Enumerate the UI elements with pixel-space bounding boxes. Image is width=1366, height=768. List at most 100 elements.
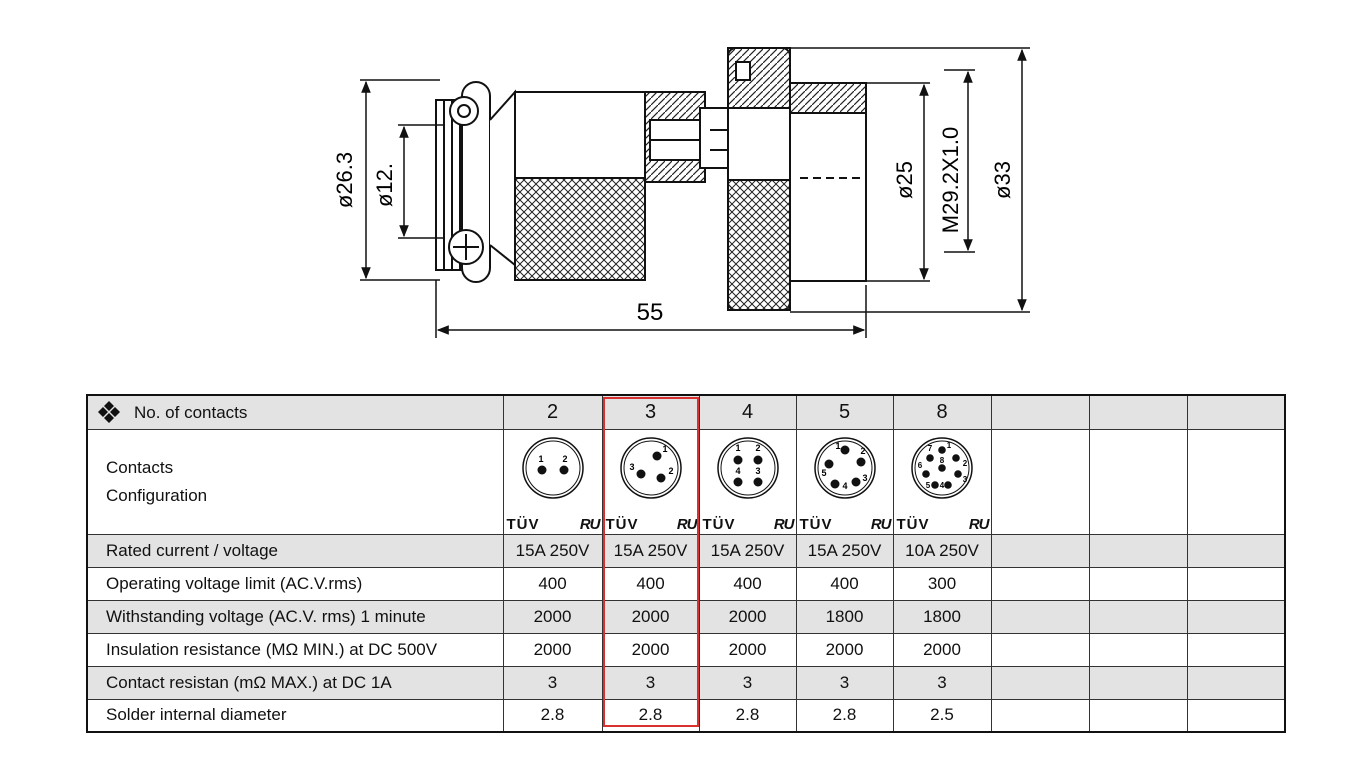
contacts-count: 3 [601,394,700,430]
spec-row-label: Insulation resistance (MΩ MIN.) at DC 50… [86,632,504,667]
empty-cell [1088,533,1188,568]
pin-label: 3 [755,466,760,476]
spec-value: 2000 [698,599,797,634]
connector-drawing: ø26.3 ø12. 55 ø25 M29.2X1.0 ø33 [332,47,1030,338]
tuv-cert-mark: TÜV [896,515,930,533]
tuv-cert-mark: TÜV [605,515,639,533]
dimension-label: ø25 [892,161,917,199]
spec-value: 2.8 [698,698,797,733]
pin-layout-cell: 1 2 3 4 TÜV RU [698,428,797,535]
config-label-line2: Configuration [106,485,208,505]
spec-row-label: Rated current / voltage [86,533,504,568]
spec-value: 15A 250V [502,533,603,568]
spec-row: Insulation resistance (MΩ MIN.) at DC 50… [86,632,1286,667]
ul-cert-icon: RU [773,515,795,533]
header-label-cell: No. of contacts [86,394,504,430]
spec-value: 2.8 [795,698,894,733]
tuv-cert-mark: TÜV [799,515,833,533]
spec-value: 15A 250V [698,533,797,568]
empty-cell [990,632,1090,667]
empty-cell [990,428,1090,535]
spec-value: 2000 [502,599,603,634]
pin-label: 5 [926,481,931,490]
connector-body [435,47,867,311]
pin-layout-cell: 1 2 3 4 5 6 7 8 TÜV RU [892,428,992,535]
dimension-label: M29.2X1.0 [938,127,963,233]
empty-cell [990,394,1090,430]
pin-label: 1 [662,444,667,454]
spec-value: 2.8 [601,698,700,733]
pin-label: 2 [963,459,968,468]
spec-value: 2000 [601,599,700,634]
contacts-count: 8 [892,394,992,430]
config-label-cell: Contacts Configuration [86,428,504,535]
empty-cell [1088,632,1188,667]
spec-value: 2000 [795,632,894,667]
ul-cert-icon: RU [870,515,892,533]
empty-cell [1186,665,1286,700]
pin-label: 6 [918,461,923,470]
empty-cell [1186,599,1286,634]
ul-cert-icon: RU [676,515,698,533]
dimension-length: 55 [435,280,867,338]
pin-label: 4 [842,481,847,491]
pin-label: 3 [963,475,968,484]
spec-value: 15A 250V [795,533,894,568]
spec-value: 400 [795,566,894,601]
spec-value: 3 [795,665,894,700]
pin-label: 2 [668,466,673,476]
pin-label: 4 [940,481,945,490]
spec-value: 2000 [892,632,992,667]
config-label-line1: Contacts [106,457,174,477]
dimension-label: ø26.3 [332,152,357,208]
pin-layout-2-diagram: 1 2 [521,436,584,499]
pin-label: 4 [735,466,740,476]
spec-value: 2000 [502,632,603,667]
dimension-front-diameter: ø25 [866,82,930,282]
spec-row: Withstanding voltage (AC.V. rms) 1 minut… [86,599,1286,634]
pin-layout-cell: 1 2 3 4 5 TÜV RU [795,428,894,535]
empty-cell [1088,394,1188,430]
empty-cell [1186,698,1286,733]
pin-label: 3 [629,462,634,472]
dimension-label: 55 [637,299,664,326]
contacts-count: 4 [698,394,797,430]
header-label: No. of contacts [134,403,248,423]
spec-table: No. of contacts 2 3 4 5 8 Contacts Confi… [86,394,1286,733]
empty-cell [1186,428,1286,535]
empty-cell [1088,665,1188,700]
dimension-cable-diameter: ø12. [372,124,445,239]
empty-cell [1186,394,1286,430]
pin-label: 2 [562,454,567,464]
spec-value: 15A 250V [601,533,700,568]
contacts-header-row: No. of contacts 2 3 4 5 8 [86,394,1286,430]
empty-cell [1186,566,1286,601]
ul-cert-icon: RU [968,515,990,533]
pin-label: 1 [947,441,952,450]
pin-label: 1 [538,454,543,464]
empty-cell [990,566,1090,601]
spec-value: 1800 [892,599,992,634]
pin-label: 2 [860,446,865,456]
spec-value: 300 [892,566,992,601]
pin-label: 8 [940,456,945,465]
spec-value: 2000 [698,632,797,667]
pin-layout-cell: 1 2 3 TÜV RU [601,428,700,535]
empty-cell [1088,599,1188,634]
spec-value: 3 [698,665,797,700]
empty-cell [990,599,1090,634]
diamond-bullet-icon [98,401,120,424]
dimension-body-diameter: ø26.3 [332,79,440,281]
spec-value: 10A 250V [892,533,992,568]
empty-cell [990,533,1090,568]
pin-label: 1 [735,443,740,453]
spec-row-label: Withstanding voltage (AC.V. rms) 1 minut… [86,599,504,634]
pin-layout-cell: 1 2 TÜV RU [502,428,603,535]
spec-value: 2.8 [502,698,603,733]
pin-label: 1 [835,441,840,451]
pin-layout-8-diagram: 1 2 3 4 5 6 7 8 [911,436,973,499]
